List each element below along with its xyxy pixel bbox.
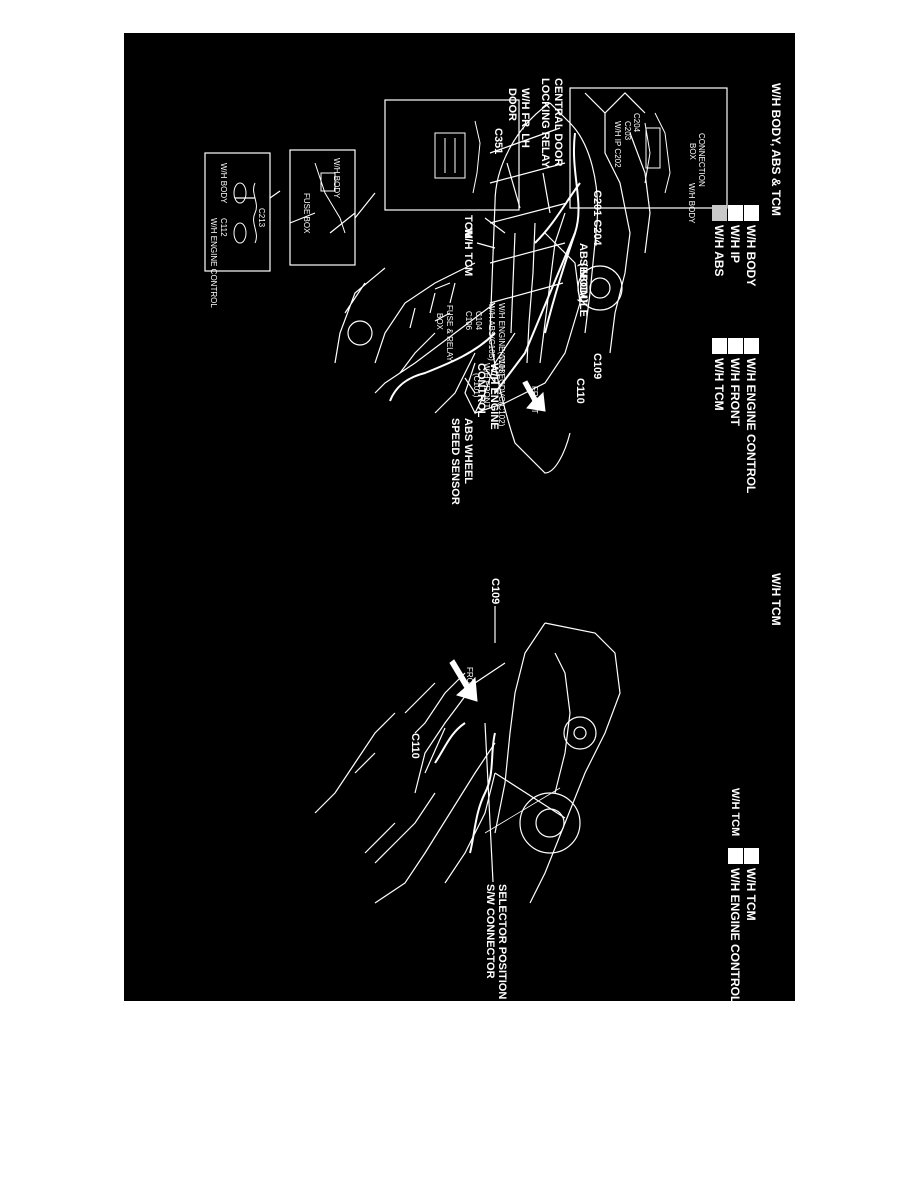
inset-abs-wh-ecdvc: W/H ECDVC(C102) [497,356,506,427]
c213-inset [204,152,271,272]
inset-abs-c106: C106 [464,311,473,331]
legend-right-engine-label: W/H ENGINE CONTROL [728,868,742,1001]
diagram-panel: W/H BODY, ABS & TCM W/H BODY W/H IP W/H … [124,33,795,1001]
inset-c213-wh-body: W/H BODY [219,163,228,204]
callout-right-selector-2: S/W CONNECTOR [484,884,496,979]
legend-abs-label: W/H ABS [712,225,726,277]
legend-engine-label: W/H ENGINE CONTROL [744,358,758,494]
legend-tcm-label: W/H TCM [712,358,726,411]
inset-fuse-wh-body: W/H BODY [332,158,341,199]
front-arrow-right [449,659,478,702]
callout-abs-wheel: ABS WHEEL [462,418,474,484]
connection-box-inset [569,87,728,209]
legend-front-label: W/H FRONT [728,358,742,426]
legend-swatch-engine [744,338,759,354]
callout-right-c109: C109 [489,578,501,605]
callout-c201-c204: C201 C204 [591,190,603,246]
front-arrow-left-label: FRONT [530,386,539,414]
inset-fuse-box-label: FUSE BOX [302,193,311,234]
inset-c213-label: C213 [257,208,266,228]
callout-c109: C109 [591,353,603,380]
line-art [204,87,728,904]
callout-wh-tcm: W/H TCM [462,228,474,277]
inset-abs-wh-front: W/H FRONT [482,363,491,409]
tcm-drawing [314,606,621,904]
legend-swatch-abs [712,205,727,221]
inset-connection-c203: C203 [623,121,632,141]
inset-connection-wh-ip-c202: W/H IP C202 [613,121,622,168]
callout-central-door: CENTRAL DOOR [552,78,564,167]
fuse-box-body-inset [289,149,356,266]
callout-right-wh-tcm: W/H TCM [729,788,741,837]
callout-speed-sensor: SPEED SENSOR [449,418,461,505]
legend-swatch-right-engine [728,848,743,864]
callout-door: DOOR [506,88,518,121]
front-arrow-left [522,380,546,412]
callout-right-selector-1: SELECTOR POSITION [496,884,508,1000]
inset-c213-c112: C112 [219,218,228,237]
inset-abs-fuse-relay: FUSE & RELAY [445,305,454,362]
callout-c110: C110 [574,378,586,404]
fuse-box-inset [384,99,520,211]
legend-swatch-tcm [712,338,727,354]
inset-abs-box: BOX [435,313,444,330]
left-section-title: W/H BODY, ABS & TCM [769,83,783,216]
inset-abs-wh-abs: W/H ABS(C105) [487,303,496,361]
inset-abs-c101: (C101) [472,373,481,398]
callout-right-c110: C110 [409,733,421,759]
legend-swatch-front [728,338,743,354]
inset-connection-wh-body: W/H BODY [687,183,696,224]
right-section-title: W/H TCM [769,573,783,626]
inset-connection-c204: C204 [632,113,641,133]
inset-connection-title-1: CONNECTION [697,133,706,187]
callout-locking-relay: LOCKING RELAY [539,78,551,169]
legend-right-tcm-label: W/H TCM [744,868,758,921]
legend-body-label: W/H BODY [744,225,758,287]
inset-connection-title-2: BOX [688,143,697,160]
inset-abs-c104: C104 [474,311,483,331]
legend-swatch-ip [728,205,743,221]
callout-c351: C351 [492,128,504,155]
callout-wh-fr-lh: W/H FR. LH [519,88,531,148]
legend-ip-label: W/H IP [728,225,742,263]
body-abs-drawing [235,92,651,474]
callout-ebcm: (EBCM) [577,263,589,303]
legend-swatch-right-tcm [744,848,759,864]
rotated-diagram: W/H BODY, ABS & TCM W/H BODY W/H IP W/H … [124,33,795,1001]
front-arrow-right-label: FRONT [465,667,474,695]
legend-swatch-body [744,205,759,221]
inset-c213-wh-engine: W/H ENGINE CONTROL [209,218,218,308]
